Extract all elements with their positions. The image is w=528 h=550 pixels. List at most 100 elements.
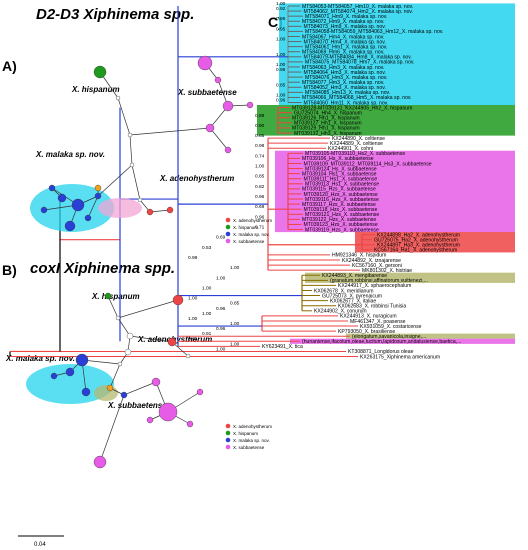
tree-leaf-label: MT039118_Hzs_X. subbaetense (304, 207, 378, 213)
tree-leaf-label: MT584063_Hm3_X. malaka sp. nov. (302, 65, 384, 71)
tree-leaf-label: KX244898_Ha2_X. adenohystherum (377, 232, 460, 238)
tree-support-value: 0.95 (276, 16, 286, 22)
tree-leaf-label: MT584066_MT584068_Hm5_X. malaka sp. nov. (302, 95, 411, 101)
tree-support-value: 1.00 (276, 52, 286, 58)
net-b-edge (123, 381, 157, 396)
tree-leaf-label: MT584061_Hm1_X. malaka sp. nov. (305, 44, 387, 50)
tree-support-value: 1.00 (230, 321, 240, 327)
net-a-legend-swatch (225, 217, 231, 223)
tree-leaf-label: MT584072_Hm9_X. malaka sp. nov. (302, 19, 384, 25)
tree-leaf-label: MT584058-MT584059_MT584063_Hm12_X. malak… (305, 29, 443, 35)
net-b-legend-swatch (225, 430, 231, 436)
net-a-group-area-1 (98, 198, 142, 218)
tree-leaf-label: MT039104_Hs1_X. subbaetense (302, 171, 377, 177)
net-a-edge (117, 97, 131, 136)
net-b-label-subbaetense: X. subbaetense (108, 401, 167, 410)
tree-leaf-label: KX244917_X. sphaerocephalum (338, 283, 411, 289)
net-b-haplotype-node (104, 292, 112, 300)
net-b-edge (109, 363, 121, 389)
net-b-legend-swatch (225, 437, 231, 443)
tree-support-value: 0.85 (230, 301, 240, 307)
net-b-haplotype-node (106, 384, 114, 392)
net-b-haplotype-node (75, 353, 89, 367)
net-b-legend-swatch (225, 444, 231, 450)
net-a-haplotype-node (71, 198, 85, 212)
tree-leaf-label: KX244892_X. iznajarense (342, 258, 401, 264)
net-a-haplotype-node (197, 55, 213, 71)
tree-support-value: 0.95 (276, 26, 286, 32)
tree-leaf-label: MT584076_Hm3_X. malaka sp. nov. (305, 75, 387, 81)
tree-leaf-label: MT039129_Hh1_X. hispanum (292, 126, 360, 132)
tree-support-value: 1.00 (230, 265, 240, 271)
net-b-group-area-0 (26, 364, 114, 404)
tree-leaf-label: MT584064_Hm3_X. malaka sp. nov. (304, 70, 386, 76)
tree-support-value: 0.69 (216, 235, 226, 241)
net-a-edge (149, 209, 171, 213)
tree-leaf-label: MT039111_Hs1_X. subbaetense (304, 177, 378, 183)
tree-support-value: 0.82 (255, 184, 265, 190)
tree-support-value: 0.85 (255, 133, 265, 139)
net-b-haplotype-node (126, 332, 134, 340)
net-a-legend-entry: X. malaka sp. nov. (233, 232, 270, 237)
tree-leaf-label: GU725075_Ha2_X. adenohystherum (374, 237, 458, 243)
tree-leaf-label: MT039124_Hs_X. subbaetense (305, 166, 377, 172)
net-a-haplotype-node (137, 197, 143, 203)
tree-support-value: 0.96 (216, 326, 226, 332)
tree-leaf-label: MT584067_Hm4_X. malaka sp. nov. (302, 34, 384, 40)
net-b-legend-entry: X. subbaetense (233, 445, 265, 450)
net-a-haplotype-node (222, 100, 234, 112)
tree-leaf-label: KT308871_Longidorus oleae (348, 349, 414, 355)
net-b-haplotype-node (115, 315, 121, 321)
tree-leaf-label: KX062683_X. robbinsi Tunisia (338, 304, 406, 310)
scale-bar-label: 0.04 (34, 542, 46, 548)
tree-leaf-label: MT039121_Hzs_X. subbaetense (305, 212, 379, 218)
tree-support-value: 1.00 (276, 37, 286, 43)
tree-support-value: 1.00 (216, 346, 226, 352)
net-a-edge (129, 134, 133, 166)
net-a-haplotype-node (48, 184, 56, 192)
tree-leaf-label: MT039117_Hzs_X. subbaetense (302, 202, 376, 208)
tree-leaf-label: MT584062_MT584074_Hm2_X. malaka sp. nov. (304, 9, 413, 15)
tree-leaf-label: GU725074_Hh4_X. hispanum (294, 110, 362, 116)
tree-leaf-label: MT039123_Hzs_X. subbaetense (304, 222, 378, 228)
net-a-legend-entry: X. adenohystherum (233, 218, 272, 223)
tree-support-value: 0.98 (276, 67, 286, 73)
net-a-label-hispanum: X. hispanum (72, 85, 120, 94)
panel-a-title: D2-D3 Xiphinema spp. (36, 6, 195, 23)
net-a-haplotype-node (64, 220, 76, 232)
net-a-edge (131, 164, 141, 201)
tree-support-value: 0.69 (255, 204, 265, 210)
tree-leaf-label: MT584069_Hm6_X. malaka sp. nov. (302, 50, 384, 56)
tree-leaf-label: (hunaniense,ifacolum,oleae,lucitum,lapid… (302, 339, 461, 345)
tree-leaf-label: MT039122_Hzs_X. subbaetense (302, 217, 376, 223)
tree-leaf-label: MT039116_Hzs_X. subbaetense (305, 197, 379, 203)
net-b-haplotype-node (146, 416, 154, 424)
tree-leaf-label: (elongatum,savanicola,insigne,... (352, 334, 426, 340)
net-b-haplotype-node (120, 391, 128, 399)
net-a-haplotype-node (40, 206, 48, 214)
net-b-label-adenohystherum: X. adenohystherum (138, 335, 213, 344)
net-a-haplotype-node (166, 206, 174, 214)
tree-support-value: 0.85 (276, 82, 286, 88)
net-a-haplotype-node (94, 184, 102, 192)
tree-leaf-label: MT039105-MT039110_Hs2_X. subbaetense (305, 151, 405, 157)
clade-box-3 (355, 232, 515, 253)
net-a-label-subbaetense: X. subbaetense (178, 88, 237, 97)
net-a-legend-entry: X. subbaetense (233, 239, 265, 244)
net-a-haplotype-node (94, 192, 102, 200)
tree-support-value: 1.00 (188, 296, 198, 302)
net-a-haplotype-node (214, 76, 222, 84)
net-b-haplotype-node (81, 387, 91, 397)
net-a-haplotype-node (57, 193, 67, 203)
tree-leaf-label: (granatum,robbinsi,affinatorum,vuittenez… (330, 278, 428, 284)
net-b-legend-swatch (225, 423, 231, 429)
net-b-edge (107, 295, 119, 319)
net-b-haplotype-node (93, 455, 107, 469)
tree-leaf-label: MT584077_Hm3_X. malaka sp. nov. (302, 80, 384, 86)
clade-box-0 (279, 3, 515, 106)
tree-support-value: 0.91 (202, 331, 212, 337)
tree-support-value: 0.53 (188, 336, 198, 342)
tree-leaf-label: MT039106_Hs_X. subbaetense (302, 156, 374, 162)
net-b-edge (81, 359, 121, 365)
clade-box-6 (290, 338, 515, 344)
